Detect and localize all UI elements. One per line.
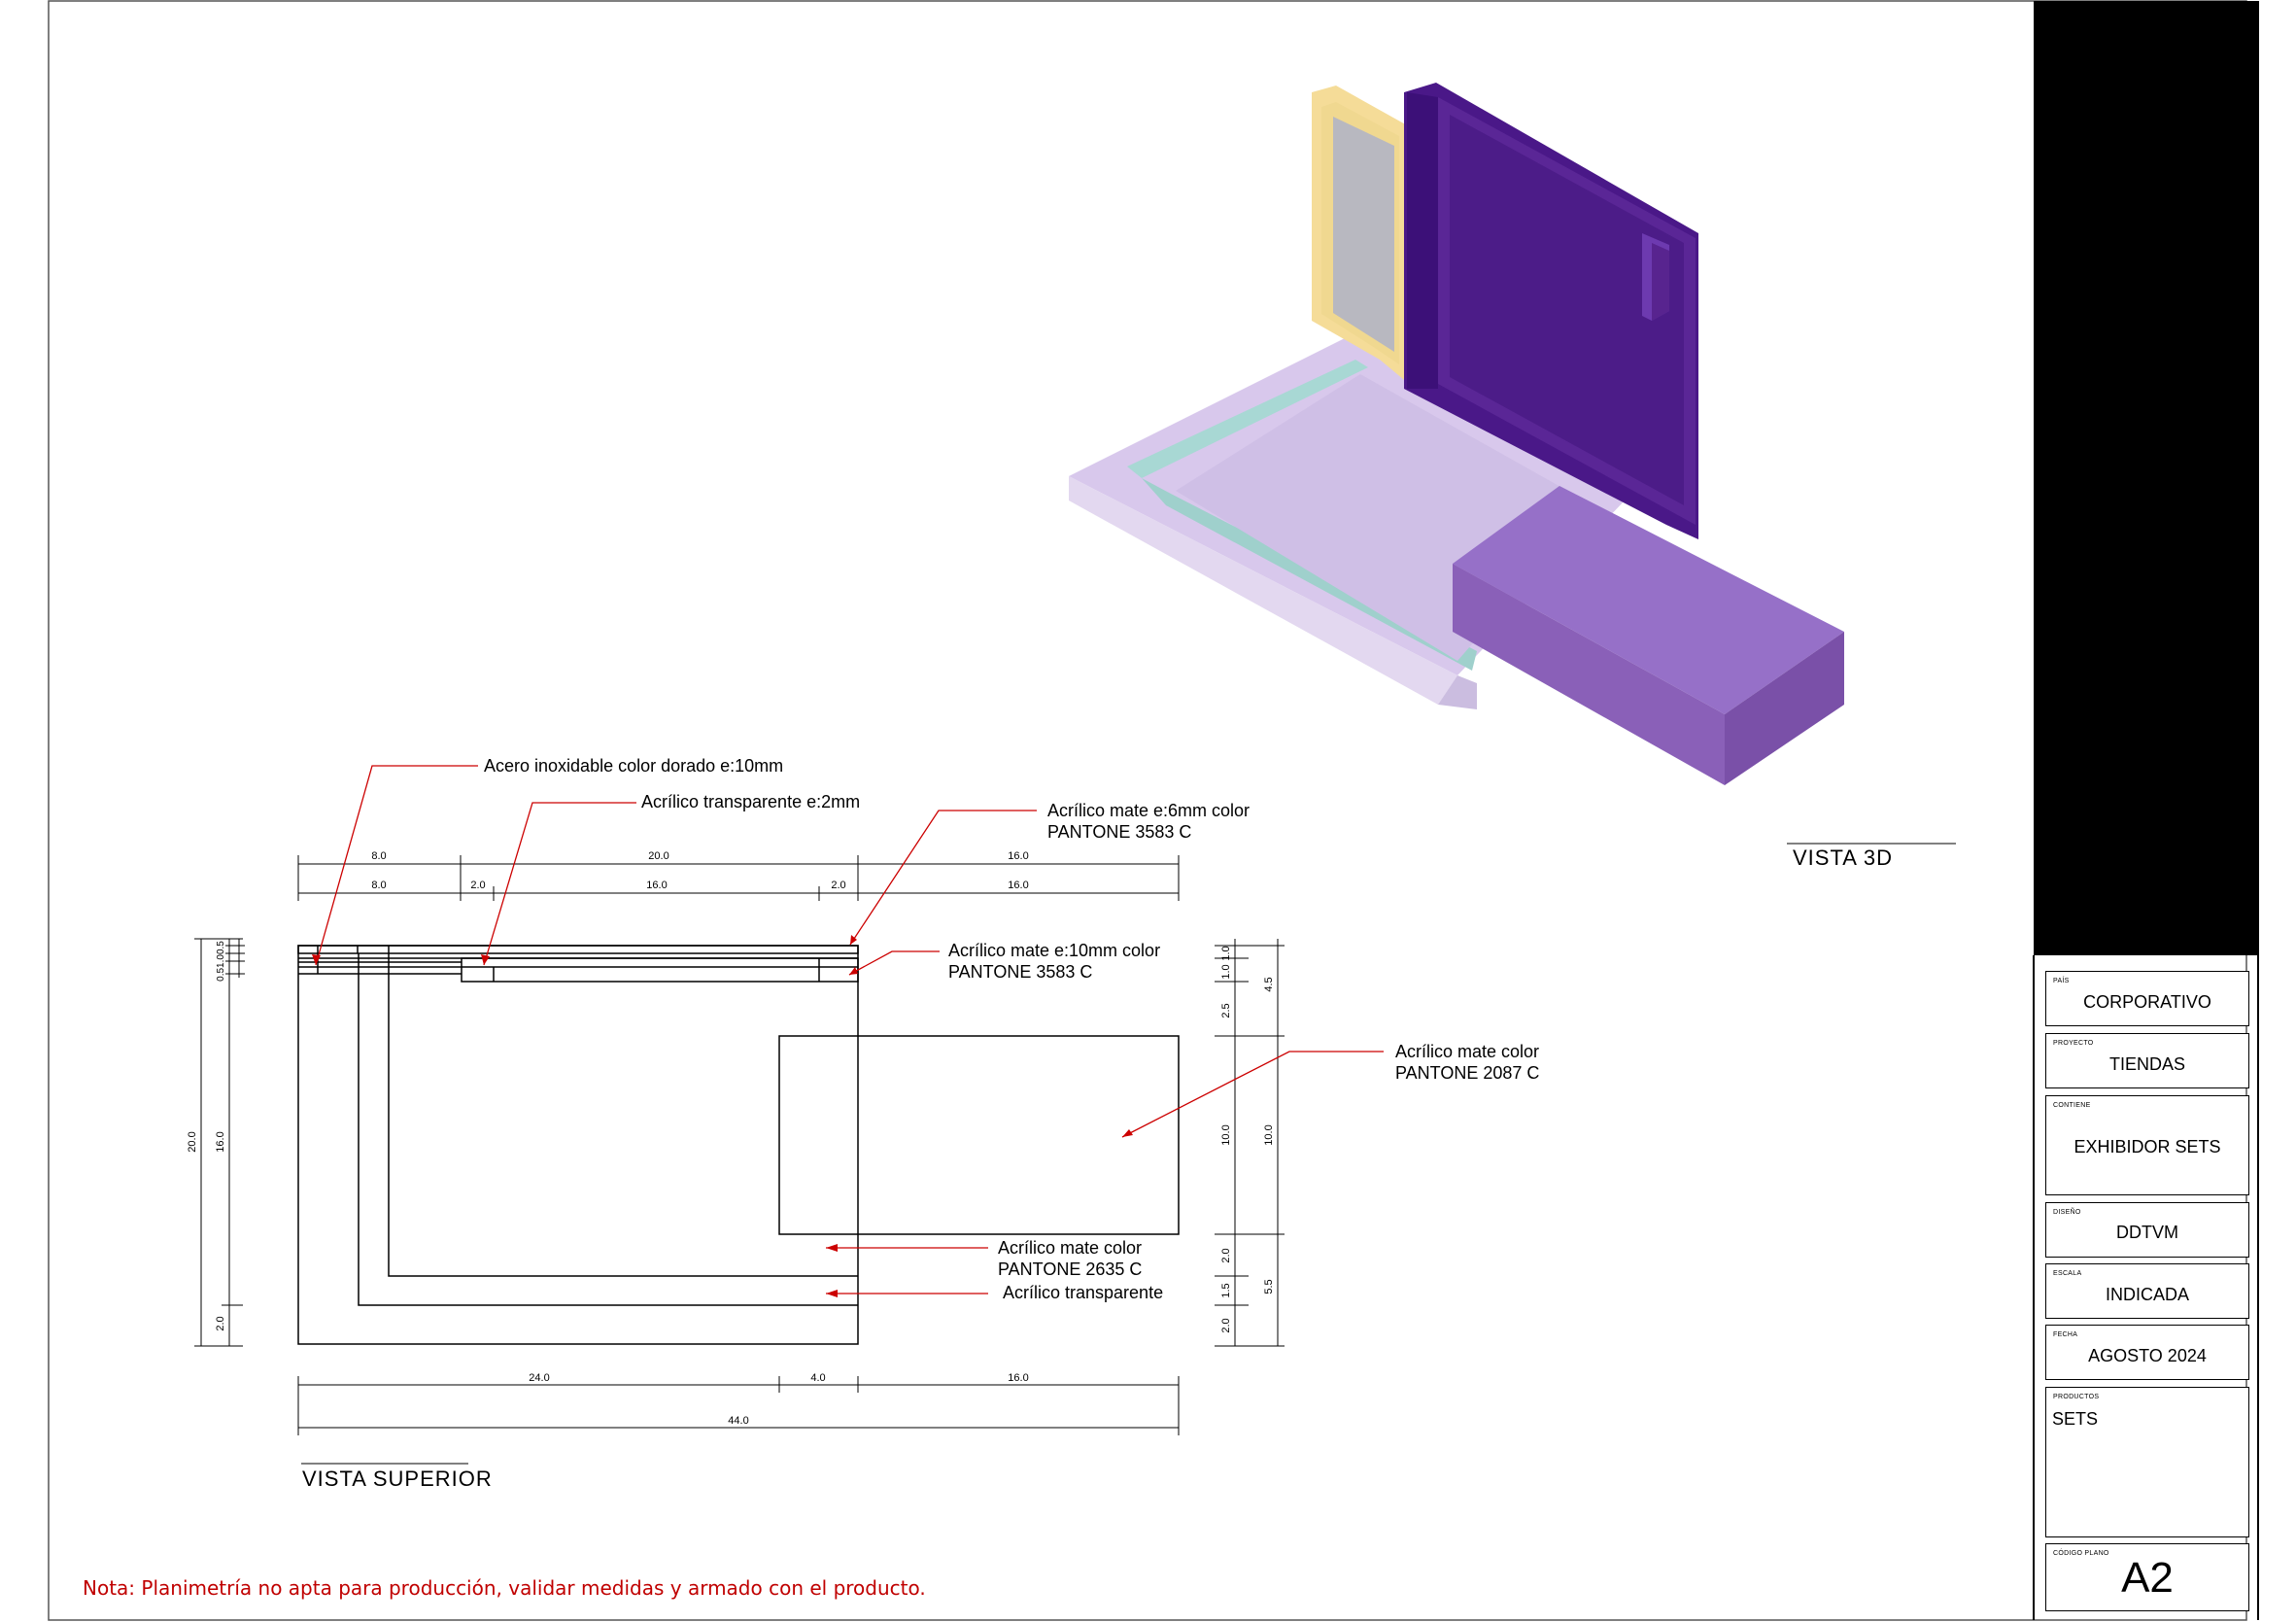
tb-pais-label: PAÍS <box>2053 978 2070 984</box>
tb-contiene-value: EXHIBIDOR SETS <box>2073 1137 2221 1156</box>
dim-top1-a: 8.0 <box>371 850 386 862</box>
tb-productos-label: PRODUCTOS <box>2053 1394 2100 1400</box>
callout-acrilico-2mm: Acrílico transparente e:2mm <box>641 792 860 811</box>
tb-diseno-label: DISEÑO <box>2053 1209 2081 1216</box>
callout-p2087-l1: Acrílico mate color <box>1395 1042 1539 1061</box>
title-block: PAÍS CORPORATIVO PROYECTO TIENDAS CONTIE… <box>2034 954 2258 1619</box>
callout-acrilico-6mm-l1: Acrílico mate e:6mm color <box>1047 801 1250 820</box>
tb-productos-value: SETS <box>2052 1409 2099 1429</box>
dimension-lines <box>194 855 1285 1435</box>
tb-codigo: CÓDIGO PLANO A2 <box>2045 1543 2249 1611</box>
tb-diseno-value: DDTVM <box>2116 1223 2178 1242</box>
dim-top1-b: 20.0 <box>648 850 668 862</box>
callout-acrilico-transp: Acrílico transparente <box>1003 1283 1163 1302</box>
title-band-black <box>2034 1 2258 955</box>
dim-bottom1-a: 24.0 <box>529 1372 549 1384</box>
tb-fecha-label: FECHA <box>2053 1331 2078 1338</box>
tb-pais: PAÍS CORPORATIVO <box>2045 971 2249 1026</box>
tb-contiene-label: CONTIENE <box>2053 1102 2091 1109</box>
tb-fecha: FECHA AGOSTO 2024 <box>2045 1325 2249 1380</box>
vista-superior-title: VISTA SUPERIOR <box>302 1467 493 1491</box>
dim-bottom2: 44.0 <box>728 1415 748 1427</box>
tb-escala-label: ESCALA <box>2053 1270 2082 1277</box>
tb-escala-value: INDICADA <box>2105 1285 2189 1304</box>
tb-pais-value: CORPORATIVO <box>2083 992 2211 1012</box>
dim-right1-f: 1.5 <box>1220 1283 1232 1297</box>
callout-acrilico-6mm-l2: PANTONE 3583 C <box>1047 822 1191 842</box>
dim-right1-a: 1.0 <box>1220 946 1232 960</box>
dim-right2-c: 5.5 <box>1263 1279 1275 1294</box>
callout-texts: Acero inoxidable color dorado e:10mm Acr… <box>484 756 1539 1302</box>
dim-right1-b: 1.0 <box>1220 964 1232 979</box>
tb-contiene: CONTIENE EXHIBIDOR SETS <box>2045 1095 2249 1195</box>
tb-codigo-value: A2 <box>2121 1554 2174 1602</box>
dim-left-inner: 16.0 <box>215 1131 226 1152</box>
dim-right1-d: 10.0 <box>1220 1124 1232 1145</box>
dim-left-top: 0.51.00.5 <box>216 941 226 982</box>
callout-arrowheads <box>312 935 1133 1297</box>
vista-3d-title: VISTA 3D <box>1793 846 1893 870</box>
dim-right1-g: 2.0 <box>1220 1318 1232 1332</box>
callout-acrilico-10mm-l1: Acrílico mate e:10mm color <box>948 941 1160 960</box>
dim-left-outer: 20.0 <box>187 1131 198 1152</box>
tb-proyecto: PROYECTO TIENDAS <box>2045 1033 2249 1088</box>
tb-proyecto-value: TIENDAS <box>2108 1054 2185 1074</box>
dim-top2-c: 16.0 <box>646 880 667 891</box>
tb-escala: ESCALA INDICADA <box>2045 1263 2249 1319</box>
dimension-texts: 8.0 20.0 16.0 8.0 2.0 16.0 2.0 16.0 24.0… <box>187 850 1275 1427</box>
tb-proyecto-label: PROYECTO <box>2053 1040 2094 1047</box>
callout-acrilico-10mm-l2: PANTONE 3583 C <box>948 962 1092 982</box>
callout-acero: Acero inoxidable color dorado e:10mm <box>484 756 783 776</box>
dim-top1-c: 16.0 <box>1008 850 1028 862</box>
dim-top2-a: 8.0 <box>371 880 386 891</box>
tb-fecha-value: AGOSTO 2024 <box>2088 1346 2207 1365</box>
callout-p2087-l2: PANTONE 2087 C <box>1395 1063 1539 1083</box>
dim-right2-b: 10.0 <box>1263 1124 1275 1145</box>
vista-superior-drawing <box>297 945 1180 1345</box>
dim-right1-c: 2.5 <box>1220 1003 1232 1018</box>
dim-right1-e: 2.0 <box>1220 1248 1232 1262</box>
callout-p2635-l2: PANTONE 2635 C <box>998 1260 1142 1279</box>
dim-top2-e: 16.0 <box>1008 880 1028 891</box>
tb-productos: PRODUCTOS SETS <box>2045 1387 2249 1537</box>
dim-top2-d: 2.0 <box>831 880 845 891</box>
dim-bottom1-b: 4.0 <box>810 1372 825 1384</box>
dim-right2-a: 4.5 <box>1263 977 1275 991</box>
production-note: Nota: Planimetría no apta para producció… <box>83 1576 926 1600</box>
dim-left-small: 2.0 <box>215 1316 226 1330</box>
dim-top2-b: 2.0 <box>470 880 485 891</box>
tb-codigo-label: CÓDIGO PLANO <box>2053 1550 2109 1557</box>
callout-leaders <box>315 765 1384 1294</box>
dim-bottom1-c: 16.0 <box>1008 1372 1028 1384</box>
vista-3d-render <box>1069 83 1844 785</box>
callout-p2635-l1: Acrílico mate color <box>998 1238 1142 1258</box>
tb-diseno: DISEÑO DDTVM <box>2045 1202 2249 1258</box>
